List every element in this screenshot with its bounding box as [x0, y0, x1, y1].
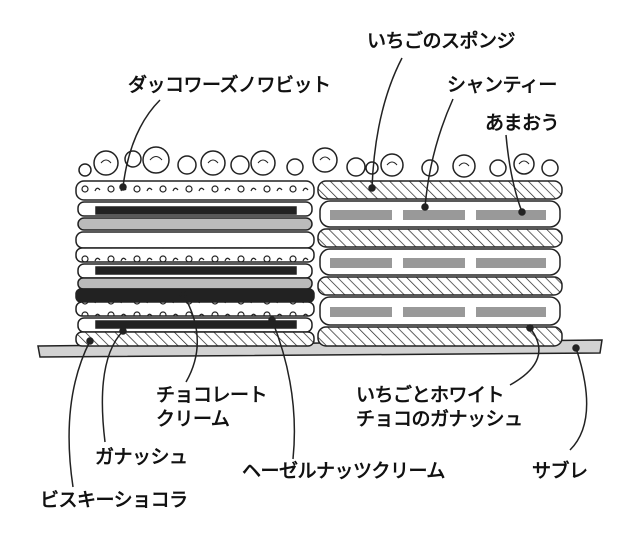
label-biscuit-chocolat: ビスキーショコラ — [40, 489, 188, 511]
label-sable: サブレ — [532, 460, 588, 482]
cream-rosettes — [78, 146, 559, 178]
dacquoise-top — [75, 180, 315, 201]
label-chocolate-cream-line2: クリーム — [156, 407, 230, 430]
dacquoise-mid — [75, 247, 315, 263]
biscuit-chocolat-bottom — [75, 331, 315, 347]
label-strawberry-ganache-line1: いちごとホワイト — [356, 384, 505, 406]
label-strawberry-white-ganache: いちごとホワイト チョコのガナッシュ — [356, 384, 523, 432]
left-half-layers — [75, 180, 315, 347]
label-chocolate-cream-line1: チョコレート — [156, 384, 268, 406]
label-dacquoise: ダッコワーズノワビット — [128, 74, 331, 96]
label-ganache: ガナッシュ — [95, 446, 188, 468]
label-amaou: あまおう — [485, 112, 560, 134]
strawberry-sponge-top — [317, 180, 563, 200]
ganache-dark — [75, 288, 315, 303]
biscuit-grey-1 — [77, 217, 313, 231]
label-strawberry-sponge: いちごのスポンジ — [367, 30, 516, 52]
label-chantilly: シャンティー — [447, 74, 557, 96]
label-hazelnut-cream: ヘーゼルナッツクリーム — [242, 460, 445, 482]
biscuit-grey-2 — [77, 277, 313, 290]
choc-cream-band — [95, 206, 297, 215]
label-chocolate-cream: チョコレート クリーム — [156, 384, 268, 432]
leader-lines — [68, 57, 588, 488]
label-strawberry-ganache-line2: チョコのガナッシュ — [356, 407, 523, 430]
right-half-layers — [317, 180, 563, 347]
